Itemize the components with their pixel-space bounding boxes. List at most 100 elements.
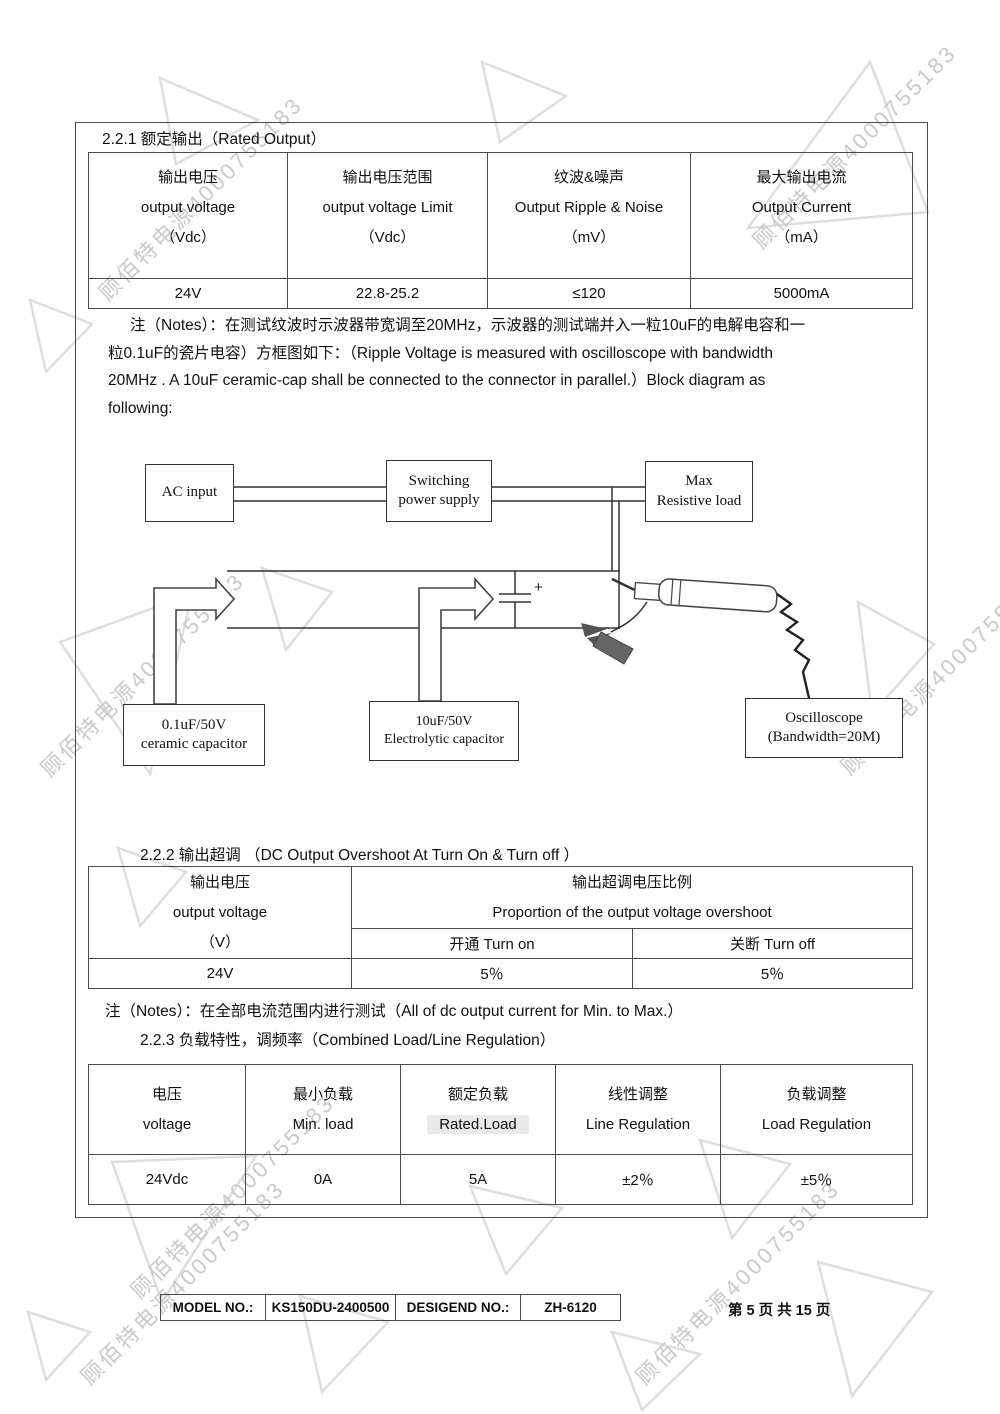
design-no-label: DESIGEND NO.: <box>395 1294 521 1321</box>
table-row: 24Vdc 0A 5A ±2％ ±5％ <box>88 1154 913 1205</box>
table-cell: ≤120 <box>487 278 691 309</box>
table-header-cell: 输出电压 output voltage （Vdc） <box>88 152 288 279</box>
table-header-cell: 开通 Turn on <box>351 928 633 959</box>
table-header-cell: 负载调整 Load Regulation <box>720 1064 913 1155</box>
table-cell: 22.8-25.2 <box>287 278 488 309</box>
header-line: 输出电压 <box>157 169 218 186</box>
model-no-label: MODEL NO.: <box>160 1294 266 1321</box>
header-line: 最小负载 <box>292 1085 353 1103</box>
table-cell: 5000mA <box>690 278 913 309</box>
header-line: 负载调整 <box>786 1085 847 1103</box>
header-line: （Vdc） <box>160 229 216 246</box>
load-regulation-table: 电压 voltage 最小负载 Min. load 额定负载 Rated.Loa… <box>88 1064 913 1205</box>
oscilloscope-box: Oscilloscope (Bandwidth=20M) <box>745 698 903 758</box>
table-row: 24V 22.8-25.2 ≤120 5000mA <box>88 278 913 309</box>
header-line: 最大输出电流 <box>756 169 847 186</box>
section-222-title: 2.2.2 输出超调 （DC Output Overshoot At Turn … <box>140 847 580 864</box>
table-cell: 5A <box>400 1154 556 1205</box>
header-line: output voltage <box>172 903 268 921</box>
table-cell: ±2％ <box>555 1154 721 1205</box>
table-header-cell: 线性调整 Line Regulation <box>555 1064 721 1155</box>
header-line: 纹波&噪声 <box>553 169 624 186</box>
model-no-value: KS150DU-2400500 <box>265 1294 396 1321</box>
notes-line: 粒0.1uF的瓷片电容）方框图如下：（Ripple Voltage is mea… <box>108 344 774 362</box>
header-line: （V） <box>199 933 240 951</box>
box-label: Switching <box>408 472 470 489</box>
table-header-cell: 最小负载 Min. load <box>245 1064 401 1155</box>
table-header-cell: 关断 Turn off <box>631 928 914 959</box>
arrow-icon <box>153 576 236 705</box>
page-number: 第 5 页 共 15 页 <box>728 1303 831 1319</box>
capacitor-symbol <box>499 571 531 628</box>
box-label: power supply <box>398 492 480 508</box>
header-line: output voltage Limit <box>322 199 453 216</box>
header-line: Output Ripple & Noise <box>514 199 664 216</box>
design-no-value: ZH-6120 <box>520 1294 621 1321</box>
table-cell: 24Vdc <box>88 1154 246 1205</box>
bent-arrow-icons <box>153 576 495 705</box>
table-cell: 5％ <box>351 958 633 989</box>
table-header-cell: 输出超调电压比例 Proportion of the output voltag… <box>350 866 914 929</box>
probe-cable <box>776 593 811 699</box>
footer-model-table: MODEL NO.: KS150DU-2400500 DESIGEND NO.:… <box>160 1294 621 1321</box>
header-line: 电压 <box>151 1085 182 1103</box>
header-line: 线性调整 <box>607 1085 668 1103</box>
box-label: 0.1uF/50V <box>161 716 227 733</box>
header-line: Output Current <box>751 199 852 216</box>
header-line: Load Regulation <box>761 1115 872 1133</box>
diagram-wiring: + <box>153 486 811 705</box>
box-label: AC input <box>161 484 218 501</box>
alligator-clip-icon <box>581 623 634 665</box>
section-221-title: 2.2.1 额定输出（Rated Output） <box>102 131 326 148</box>
table-row: 开通 Turn on 关断 Turn off <box>89 928 914 959</box>
header-line: Rated.Load <box>401 1110 555 1140</box>
notes-line: 注（Notes）：在测试纹波时示波器带宽调至20MHz，示波器的测试端并入一粒1… <box>130 317 806 334</box>
probe-icon <box>581 577 811 699</box>
box-label: Max <box>685 473 713 489</box>
rated-output-table: 输出电压 output voltage （Vdc） 输出电压范围 output … <box>88 152 913 309</box>
box-label: 10uF/50V <box>415 713 473 729</box>
table-cell: 24V <box>88 278 288 309</box>
notes-line: 20MHz . A 10uF ceramic-cap shall be conn… <box>108 372 766 389</box>
section-223-title: 2.2.3 负载特性，调频率（Combined Load/Line Regula… <box>140 1032 556 1049</box>
max-resistive-load-box: Max Resistive load <box>645 461 753 522</box>
header-line: （Vdc） <box>359 229 416 246</box>
header-line: 输出超调电压比例 <box>572 873 693 891</box>
header-line: voltage <box>142 1115 192 1133</box>
plus-sign: + <box>534 579 543 596</box>
header-line: 输出电压范围 <box>342 169 433 186</box>
header-line: Proportion of the output voltage oversho… <box>492 903 772 921</box>
header-line: （mV） <box>562 229 616 246</box>
header-line: output voltage <box>140 199 236 216</box>
box-label: Electrolytic capacitor <box>383 732 505 747</box>
table-cell: ±5％ <box>720 1154 913 1205</box>
table-cell: 5％ <box>631 958 914 989</box>
section-222-note: 注（Notes）：在全部电流范围内进行测试（All of dc output c… <box>105 1003 683 1020</box>
block-diagram: + AC input Switching power s <box>75 430 926 835</box>
table-header-cell: 输出电压范围 output voltage Limit （Vdc） <box>287 152 488 279</box>
table-row: 24V 5％ 5％ <box>88 958 914 989</box>
header-line: 输出电压 <box>189 873 250 891</box>
table-header-cell: 输出电压 output voltage （V） <box>88 866 352 959</box>
table-header-cell: 电压 voltage <box>88 1064 246 1155</box>
box-label: ceramic capacitor <box>140 736 248 752</box>
table-cell: 0A <box>245 1154 401 1205</box>
table-cell: 24V <box>88 958 352 989</box>
notes-line: following: <box>108 399 173 417</box>
header-line: Min. load <box>292 1115 354 1133</box>
switching-supply-box: Switching power supply <box>386 460 492 522</box>
ground-lead <box>610 601 648 633</box>
highlighted-label: Rated.Load <box>427 1114 529 1134</box>
box-label: Oscilloscope <box>785 709 863 726</box>
overshoot-table: 输出电压 output voltage （V） 输出超调电压比例 Proport… <box>88 866 914 989</box>
notes-paragraph: 注（Notes）：在测试纹波时示波器带宽调至20MHz，示波器的测试端并入一粒1… <box>108 312 914 422</box>
box-label: Resistive load <box>656 492 742 509</box>
table-row: 电压 voltage 最小负载 Min. load 额定负载 Rated.Loa… <box>88 1064 913 1155</box>
arrow-icon <box>418 576 495 702</box>
ceramic-capacitor-box: 0.1uF/50V ceramic capacitor <box>123 704 265 766</box>
box-label: (Bandwidth=20M) <box>767 729 881 745</box>
table-header-cell: 额定负载 Rated.Load <box>400 1064 556 1155</box>
electrolytic-capacitor-box: 10uF/50V Electrolytic capacitor <box>369 701 519 761</box>
table-row: 输出电压 output voltage （V） 输出超调电压比例 Proport… <box>88 866 914 959</box>
table-header-cell: 纹波&噪声 Output Ripple & Noise （mV） <box>487 152 691 279</box>
